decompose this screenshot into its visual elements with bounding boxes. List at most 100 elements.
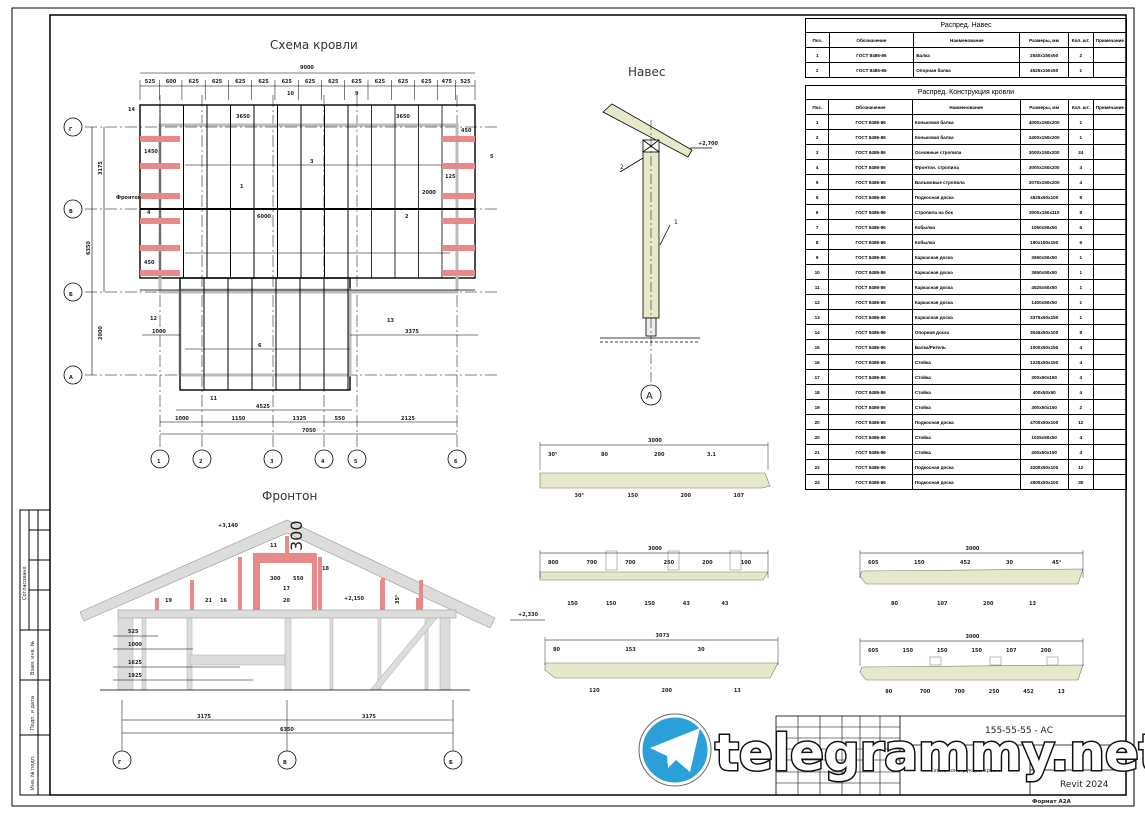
table-cell: 4525x50x50 bbox=[1019, 279, 1069, 295]
table-cell: 4000x150x200 bbox=[1019, 114, 1069, 130]
board-dim-label: 3.1 bbox=[707, 452, 716, 458]
table-cell bbox=[1092, 279, 1128, 295]
board-dim-label: 150 bbox=[567, 601, 578, 607]
dim-left: 6350 bbox=[86, 241, 92, 255]
board-dim-label: 30° bbox=[575, 493, 585, 499]
table-cell: Стойка bbox=[911, 444, 1021, 460]
board-dim-label: 107 bbox=[937, 601, 948, 607]
wall-stud bbox=[284, 617, 292, 691]
spec-table-roof: Распред. Конструкция кровли Поз.Обозначе… bbox=[804, 85, 1128, 490]
board-dim-label: 107 bbox=[1006, 648, 1017, 654]
fronton-callout: 17 bbox=[283, 586, 290, 592]
callout-label: 2 bbox=[405, 214, 409, 220]
notch bbox=[667, 550, 680, 571]
dim-bottom-total: 7050 bbox=[302, 428, 316, 434]
table-cell: 8 bbox=[804, 234, 830, 250]
axis-bubble bbox=[277, 750, 297, 770]
pink-stud bbox=[380, 580, 384, 610]
table-cell bbox=[1092, 144, 1128, 160]
table-cell: 5 bbox=[804, 174, 830, 190]
table-cell: Стропила на бок bbox=[911, 204, 1021, 220]
side-stamp bbox=[19, 509, 51, 796]
table-cell: 6 bbox=[1067, 219, 1094, 235]
table-cell bbox=[1092, 264, 1128, 280]
callout-label: 3 bbox=[310, 159, 314, 165]
dim-right-ext: 3375 bbox=[405, 329, 419, 335]
table-cell: ГОСТ 8486-86 bbox=[828, 219, 913, 235]
dim-top: 625 bbox=[189, 79, 200, 85]
dim-ext: 4525 bbox=[256, 404, 270, 410]
pink-board bbox=[140, 245, 180, 251]
axis-bubble bbox=[314, 449, 334, 469]
table-cell: ГОСТ 8486-86 bbox=[828, 47, 915, 63]
fronton-title: Фронтон bbox=[262, 489, 317, 503]
stamp-replace: Взам. инв. № bbox=[30, 640, 36, 675]
axis-label-col: 5 bbox=[354, 459, 358, 465]
pink-stud bbox=[190, 580, 194, 610]
board-length: 3000 bbox=[966, 634, 980, 640]
pink-board bbox=[140, 136, 180, 142]
sheet-name: Схема конструкции кровли bbox=[930, 768, 1002, 774]
table-cell: Подкосная доска bbox=[911, 414, 1021, 430]
table-cell: Каркасная доска bbox=[911, 309, 1021, 325]
board-dim-label: 700 bbox=[625, 560, 636, 566]
board-dim-label: 100 bbox=[741, 560, 752, 566]
table-cell bbox=[1092, 129, 1128, 145]
table-cell: 3375x50x150 bbox=[1019, 309, 1069, 325]
table-cell: 3000x150x200 bbox=[1019, 144, 1069, 160]
table-cell: 1 bbox=[1067, 129, 1094, 145]
table-cell bbox=[1092, 294, 1128, 310]
dim-top: 625 bbox=[258, 79, 269, 85]
board-dim-label: 150 bbox=[972, 648, 983, 654]
axis-bubble bbox=[192, 449, 212, 469]
table-cell: 4 bbox=[1067, 174, 1094, 190]
header-beam bbox=[189, 654, 286, 666]
dim-top: 625 bbox=[328, 79, 339, 85]
table-cell: 4 bbox=[1067, 159, 1094, 175]
table-cell: 17 bbox=[804, 369, 830, 385]
table-cell: 4 bbox=[1067, 444, 1094, 460]
table-cell: Стойка bbox=[911, 384, 1021, 400]
pink-stud bbox=[155, 598, 159, 610]
table-cell bbox=[1092, 62, 1128, 78]
dim-bottom: 2125 bbox=[401, 416, 415, 422]
table-cell bbox=[1092, 369, 1128, 385]
table-cell: ГОСТ 8486-86 bbox=[828, 249, 913, 265]
pink-stud bbox=[416, 598, 420, 610]
table-cell: ГОСТ 8486-86 bbox=[828, 474, 913, 490]
board-3 bbox=[544, 662, 779, 679]
board-length: 3073 bbox=[656, 633, 670, 639]
table-cell: Вальмовые стропила bbox=[911, 174, 1021, 190]
table-cell: 150x150x150 bbox=[1019, 234, 1069, 250]
table-cell: 4500x50x100 bbox=[1019, 474, 1069, 490]
dim-top: 625 bbox=[212, 79, 223, 85]
table-cell: 1225x50x150 bbox=[1019, 354, 1069, 370]
fronton-dim: 525 bbox=[128, 629, 139, 635]
callout-label: 14 bbox=[128, 107, 135, 113]
canopy-callout-2: 2 bbox=[620, 164, 624, 171]
table-cell: 3 bbox=[804, 144, 830, 160]
canopy-callout-1: 1 bbox=[674, 219, 678, 226]
board-length: 3000 bbox=[966, 546, 980, 552]
stamp-inv: Инв. № подл. bbox=[30, 755, 36, 790]
dim-total: 6350 bbox=[280, 727, 294, 733]
table-cell: Каркасная доска bbox=[911, 249, 1021, 265]
board-dim-label: 13 bbox=[734, 688, 741, 694]
board-dim-label: 43 bbox=[721, 601, 728, 607]
pink-board bbox=[442, 163, 475, 169]
board-dim-label: 700 bbox=[920, 689, 931, 695]
pink-header bbox=[255, 553, 317, 563]
table-cell bbox=[1092, 219, 1128, 235]
dim-top: 625 bbox=[351, 79, 362, 85]
table-cell: 24 bbox=[1067, 144, 1094, 160]
wall-stud bbox=[329, 617, 334, 691]
board-dim-label: 150 bbox=[644, 601, 655, 607]
